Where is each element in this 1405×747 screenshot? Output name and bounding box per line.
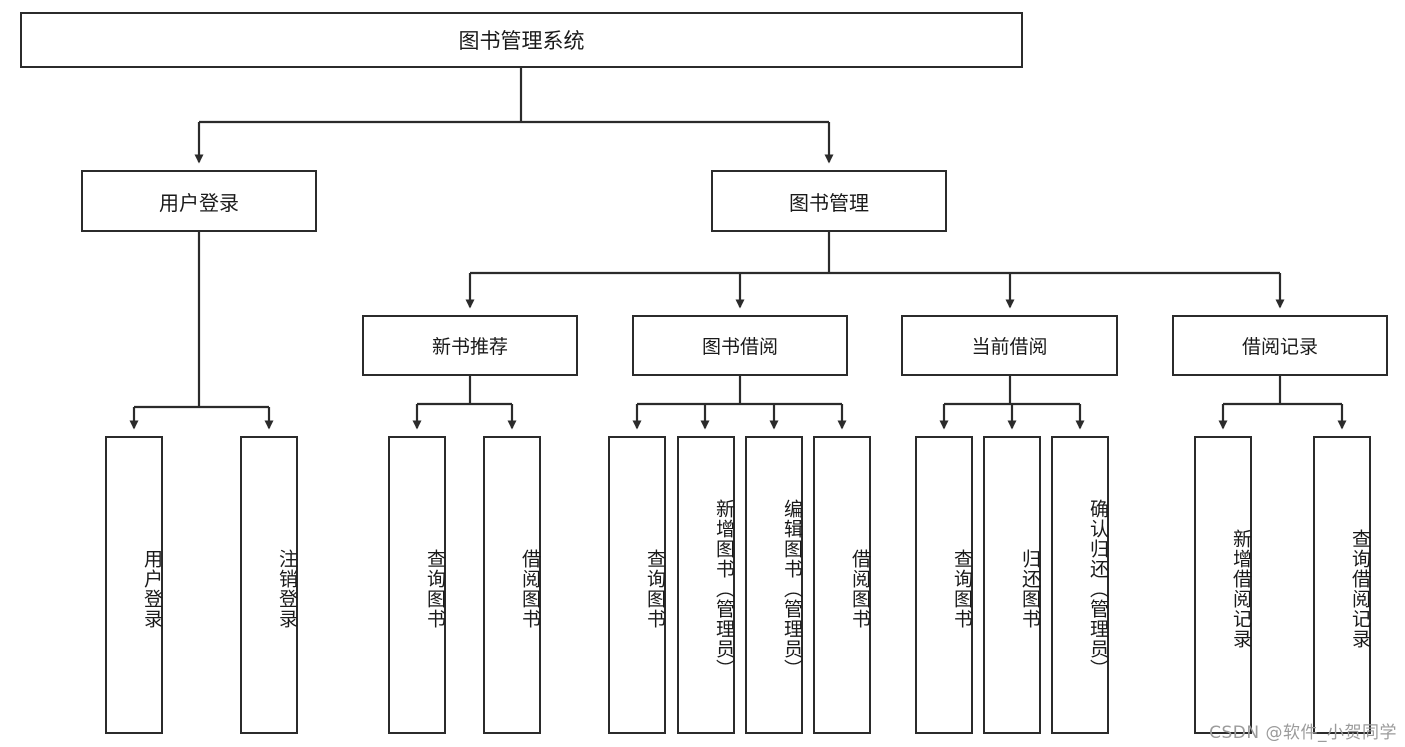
leaf-borrow-record-1-label: 新增借阅记录 — [1230, 529, 1252, 649]
leaf-new-book-2[interactable]: 借阅图书 — [483, 436, 541, 734]
node-user-login[interactable]: 用户登录 — [81, 170, 317, 232]
leaf-new-book-2-label: 借阅图书 — [519, 549, 541, 629]
leaf-user-login-1-label: 用户登录 — [141, 549, 163, 629]
node-current-borrow-label: 当前借阅 — [971, 336, 1048, 358]
node-current-borrow[interactable]: 当前借阅 — [901, 315, 1118, 376]
leaf-book-borrow-2-label: 新增图书（管理员） — [713, 499, 735, 679]
leaf-borrow-record-2-label: 查询借阅记录 — [1349, 529, 1371, 649]
leaf-user-login-2[interactable]: 注销登录 — [240, 436, 298, 734]
leaf-book-borrow-1[interactable]: 查询图书 — [608, 436, 666, 734]
node-user-login-label: 用户登录 — [159, 190, 239, 215]
node-new-book-recommend-label: 新书推荐 — [431, 336, 508, 358]
leaf-current-borrow-3-label: 确认归还（管理员） — [1087, 499, 1109, 679]
leaf-current-borrow-1[interactable]: 查询图书 — [915, 436, 973, 734]
leaf-new-book-1-label: 查询图书 — [424, 549, 446, 629]
leaf-book-borrow-2[interactable]: 新增图书（管理员） — [677, 436, 735, 734]
node-borrow-record-label: 借阅记录 — [1241, 336, 1318, 358]
leaf-book-borrow-4-label: 借阅图书 — [849, 549, 871, 629]
node-borrow-record[interactable]: 借阅记录 — [1172, 315, 1388, 376]
node-new-book-recommend[interactable]: 新书推荐 — [362, 315, 578, 376]
leaf-book-borrow-1-label: 查询图书 — [644, 549, 666, 629]
leaf-current-borrow-2[interactable]: 归还图书 — [983, 436, 1041, 734]
leaf-current-borrow-1-label: 查询图书 — [951, 549, 973, 629]
node-book-borrow[interactable]: 图书借阅 — [632, 315, 848, 376]
watermark: CSDN @软件_小贺同学 — [1209, 723, 1397, 743]
node-root[interactable]: 图书管理系统 — [20, 12, 1023, 68]
leaf-current-borrow-3[interactable]: 确认归还（管理员） — [1051, 436, 1109, 734]
leaf-book-borrow-3-label: 编辑图书（管理员） — [781, 499, 803, 679]
leaf-current-borrow-2-label: 归还图书 — [1019, 549, 1041, 629]
leaf-user-login-2-label: 注销登录 — [276, 549, 298, 629]
node-root-label: 图书管理系统 — [458, 29, 585, 53]
leaf-borrow-record-1[interactable]: 新增借阅记录 — [1194, 436, 1252, 734]
node-book-manage-label: 图书管理 — [789, 190, 869, 215]
leaf-borrow-record-2[interactable]: 查询借阅记录 — [1313, 436, 1371, 734]
node-book-manage[interactable]: 图书管理 — [711, 170, 947, 232]
leaf-new-book-1[interactable]: 查询图书 — [388, 436, 446, 734]
node-book-borrow-label: 图书借阅 — [701, 336, 778, 358]
leaf-user-login-1[interactable]: 用户登录 — [105, 436, 163, 734]
leaf-book-borrow-3[interactable]: 编辑图书（管理员） — [745, 436, 803, 734]
leaf-book-borrow-4[interactable]: 借阅图书 — [813, 436, 871, 734]
